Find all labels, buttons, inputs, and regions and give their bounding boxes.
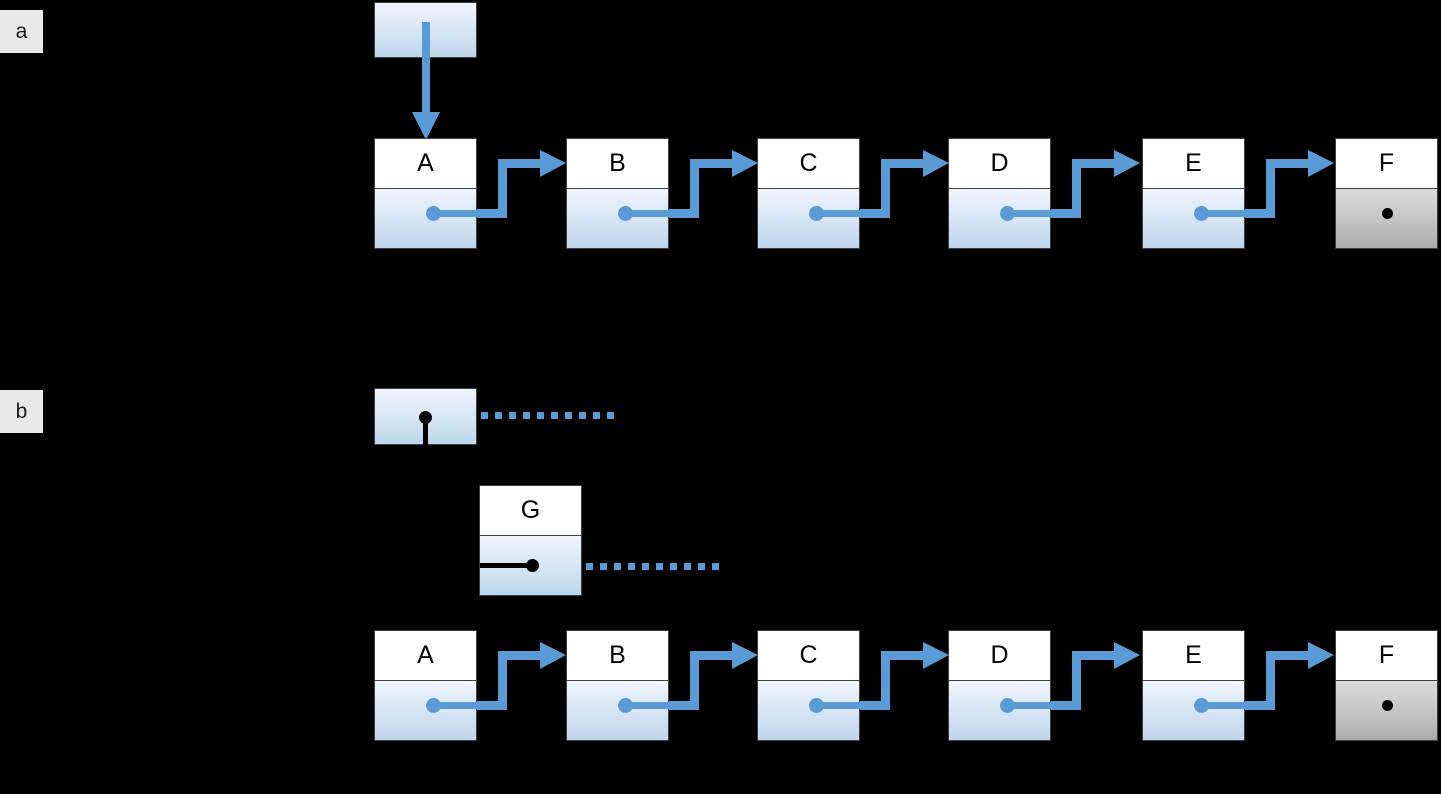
- pointer-stub: [816, 702, 860, 709]
- node-b-g: G: [479, 485, 582, 596]
- g-pointer-line: [480, 563, 533, 568]
- node-value-cell: B: [566, 630, 669, 681]
- link-c-to-d-arrow: [860, 150, 952, 226]
- pointer-stub: [625, 702, 669, 709]
- node-b-d: D: [948, 630, 1051, 741]
- node-next-cell: [757, 189, 860, 249]
- node-value-cell: A: [374, 138, 477, 189]
- node-next-cell: [566, 681, 669, 741]
- node-a-d: D: [948, 138, 1051, 249]
- node-next-cell: [374, 189, 477, 249]
- link-b-d-to-e-arrow: [1051, 642, 1143, 718]
- pointer-stub: [1007, 702, 1051, 709]
- node-next-cell: [1142, 681, 1245, 741]
- node-value-cell: C: [757, 630, 860, 681]
- node-next-cell: [948, 681, 1051, 741]
- link-b-b-to-c-arrow: [669, 642, 761, 718]
- node-a-b: B: [566, 138, 669, 249]
- node-b-c: C: [757, 630, 860, 741]
- null-terminator-dot-icon: [1382, 700, 1393, 711]
- node-b-b: B: [566, 630, 669, 741]
- node-a-e: E: [1142, 138, 1245, 249]
- node-value-cell: E: [1142, 630, 1245, 681]
- panel-tag-a: a: [0, 10, 43, 53]
- node-b-f: F: [1335, 630, 1438, 741]
- node-value-cell: G: [479, 485, 582, 536]
- node-next-cell: [479, 536, 582, 596]
- link-a-to-b-arrow: [477, 150, 569, 226]
- node-next-cell: [757, 681, 860, 741]
- pointer-stub: [625, 210, 669, 217]
- pointer-stub: [1007, 210, 1051, 217]
- null-terminator-dot-icon: [1382, 208, 1393, 219]
- link-d-to-e-arrow: [1051, 150, 1143, 226]
- link-e-to-f-arrow: [1245, 150, 1337, 226]
- pointer-stub: [816, 210, 860, 217]
- link-b-e-to-f-arrow: [1245, 642, 1337, 718]
- head-pointer-line: [423, 418, 428, 446]
- node-b-a: A: [374, 630, 477, 741]
- pointer-stub: [433, 210, 477, 217]
- node-value-cell: F: [1335, 138, 1438, 189]
- node-value-cell: F: [1335, 630, 1438, 681]
- head-to-a-arrow: [404, 22, 448, 142]
- node-next-cell: [374, 681, 477, 741]
- node-null-cell: [1335, 189, 1438, 249]
- link-b-a-to-b-arrow: [477, 642, 569, 718]
- pointer-stub: [1201, 210, 1245, 217]
- node-b-e: E: [1142, 630, 1245, 741]
- node-value-cell: E: [1142, 138, 1245, 189]
- g-pointer-dot-icon: [526, 559, 539, 572]
- head-pointer-dot-icon: [419, 411, 432, 424]
- node-value-cell: D: [948, 138, 1051, 189]
- link-b-to-c-arrow: [669, 150, 761, 226]
- node-next-cell: [566, 189, 669, 249]
- panel-tag-b: b: [0, 390, 43, 433]
- node-value-cell: C: [757, 138, 860, 189]
- node-value-cell: D: [948, 630, 1051, 681]
- dotted-guide-g: [586, 563, 726, 570]
- node-value-cell: A: [374, 630, 477, 681]
- node-null-cell: [1335, 681, 1438, 741]
- node-value-cell: B: [566, 138, 669, 189]
- node-next-cell: [1142, 189, 1245, 249]
- node-a-c: C: [757, 138, 860, 249]
- pointer-stub: [1201, 702, 1245, 709]
- pointer-stub: [433, 702, 477, 709]
- node-a-a: A: [374, 138, 477, 249]
- link-b-c-to-d-arrow: [860, 642, 952, 718]
- node-a-f: F: [1335, 138, 1438, 249]
- dotted-guide-head: [481, 412, 619, 419]
- node-next-cell: [948, 189, 1051, 249]
